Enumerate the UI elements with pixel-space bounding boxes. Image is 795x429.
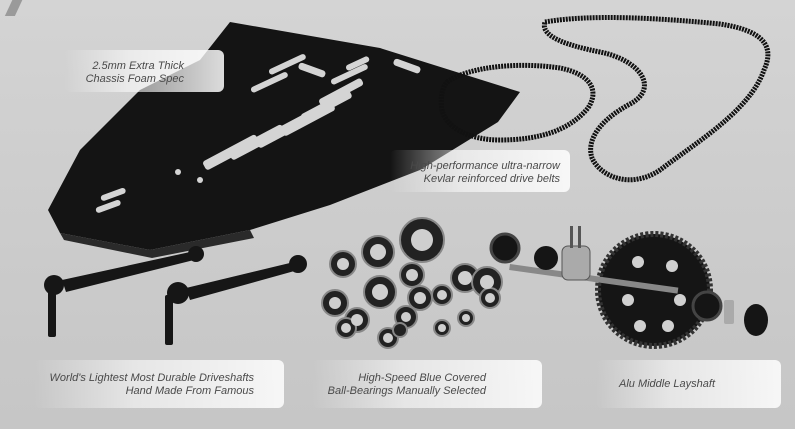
belts-label-line-1: High-performance ultra-narrow: [410, 160, 560, 172]
bearings-label-line-1: High-Speed Blue Covered: [358, 372, 486, 384]
belts-label-line-2: Kevlar reinforced drive belts: [423, 173, 560, 185]
layshaft-label-box: Alu Middle Layshaft: [596, 360, 781, 408]
driveshafts-label-line-2: Hand Made From Famous: [125, 385, 254, 397]
driveshafts-image: [44, 246, 307, 345]
belts-label-box: High-performance ultra-narrow Kevlar rei…: [390, 150, 570, 192]
ball-bearings-image: [321, 217, 503, 349]
drive-belts-image: [438, 15, 771, 183]
layshaft-label-line-1: Alu Middle Layshaft: [619, 378, 715, 390]
driveshafts-label-box: World's Lightest Most Durable Driveshaft…: [34, 360, 284, 408]
layshaft-image: [489, 226, 768, 349]
bearings-label-line-2: Ball-Bearings Manually Selected: [327, 385, 486, 397]
chassis-label-box: 2.5mm Extra Thick Chassis Foam Spec: [64, 50, 224, 92]
driveshafts-label-line-1: World's Lightest Most Durable Driveshaft…: [49, 372, 254, 384]
chassis-label-line-1: 2.5mm Extra Thick: [92, 60, 184, 72]
bearings-label-box: High-Speed Blue Covered Ball-Bearings Ma…: [312, 360, 542, 408]
chassis-label-line-2: Chassis Foam Spec: [85, 73, 184, 85]
